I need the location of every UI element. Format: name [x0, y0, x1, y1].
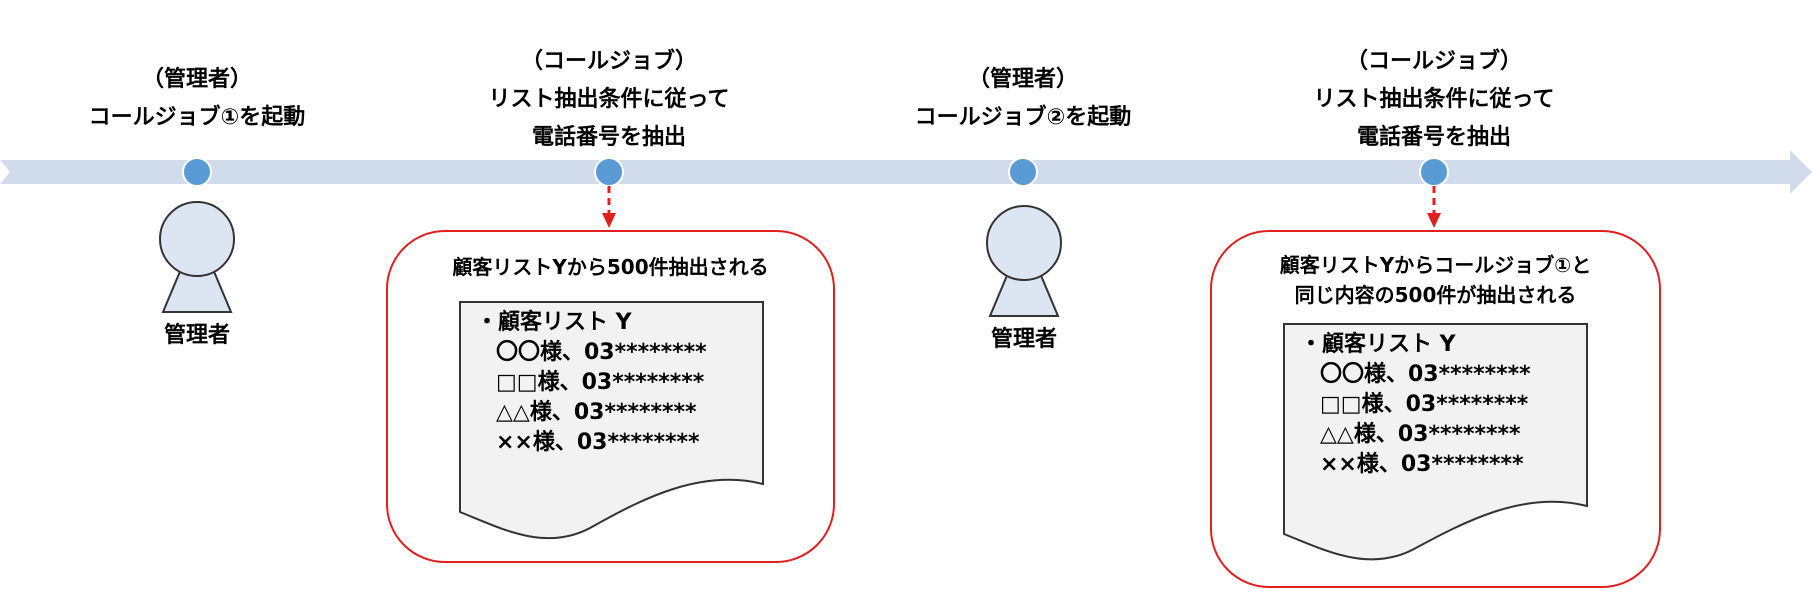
document-content-event2: ・顧客リスト Y 〇〇様、03******** □□様、03******** △… [476, 308, 707, 458]
document-content-event4: ・顧客リスト Y 〇〇様、03******** □□様、03******** △… [1300, 330, 1531, 480]
caption-line: リスト抽出条件に従って [1313, 87, 1555, 112]
actor-label-event3: 管理者 [990, 327, 1057, 352]
timeline-node-event4 [1419, 157, 1449, 187]
event-caption-event2: （コールジョブ） リスト抽出条件に従って 電話番号を抽出 [459, 43, 759, 157]
caption-line: （管理者） [141, 67, 252, 92]
document-row: ××様、03******** [496, 430, 700, 455]
timeline-node-event1 [182, 157, 212, 187]
caption-line: （コールジョブ） [520, 49, 697, 74]
caption-line: （コールジョブ） [1345, 49, 1522, 74]
event-caption-event1: （管理者） コールジョブ①を起動 [47, 61, 347, 137]
document-shape-event4 [1283, 323, 1588, 561]
event-caption-event4: （コールジョブ） リスト抽出条件に従って 電話番号を抽出 [1284, 43, 1584, 157]
document-row: △△様、03******** [1320, 422, 1521, 447]
document-row: 〇〇様、03******** [496, 340, 707, 365]
document-row: □□様、03******** [496, 370, 705, 395]
document-row: ××様、03******** [1320, 452, 1524, 477]
document-header: ・顧客リスト Y [476, 310, 632, 335]
event-caption-event3: （管理者） コールジョブ②を起動 [873, 61, 1173, 137]
result-title-line: 同じ内容の500件が抽出される [1294, 283, 1577, 307]
caption-line: コールジョブ①を起動 [88, 105, 306, 130]
caption-line: コールジョブ②を起動 [914, 105, 1132, 130]
caption-line: リスト抽出条件に従って [488, 87, 730, 112]
person-icon-event3 [986, 205, 1062, 317]
result-arrow-event2 [602, 186, 616, 228]
result-title-event4: 顧客リストYからコールジョブ①と 同じ内容の500件が抽出される [1221, 250, 1650, 310]
result-title-line: 顧客リストYからコールジョブ①と [1279, 253, 1592, 277]
result-title-event2: 顧客リストYから500件抽出される [397, 252, 824, 282]
caption-line: 電話番号を抽出 [531, 125, 686, 150]
result-title-line: 顧客リストYから500件抽出される [452, 255, 769, 279]
actor-label-event1: 管理者 [163, 323, 230, 348]
document-row: △△様、03******** [496, 400, 697, 425]
person-icon-event1 [159, 201, 235, 313]
timeline-node-event2 [594, 157, 624, 187]
timeline-arrow [0, 150, 1812, 194]
result-arrow-event4 [1427, 186, 1441, 228]
document-row: 〇〇様、03******** [1320, 362, 1531, 387]
caption-line: 電話番号を抽出 [1356, 125, 1511, 150]
document-header: ・顧客リスト Y [1300, 332, 1456, 357]
caption-line: （管理者） [967, 67, 1078, 92]
document-shape-event2 [459, 301, 764, 540]
document-row: □□様、03******** [1320, 392, 1529, 417]
timeline-node-event3 [1008, 157, 1038, 187]
